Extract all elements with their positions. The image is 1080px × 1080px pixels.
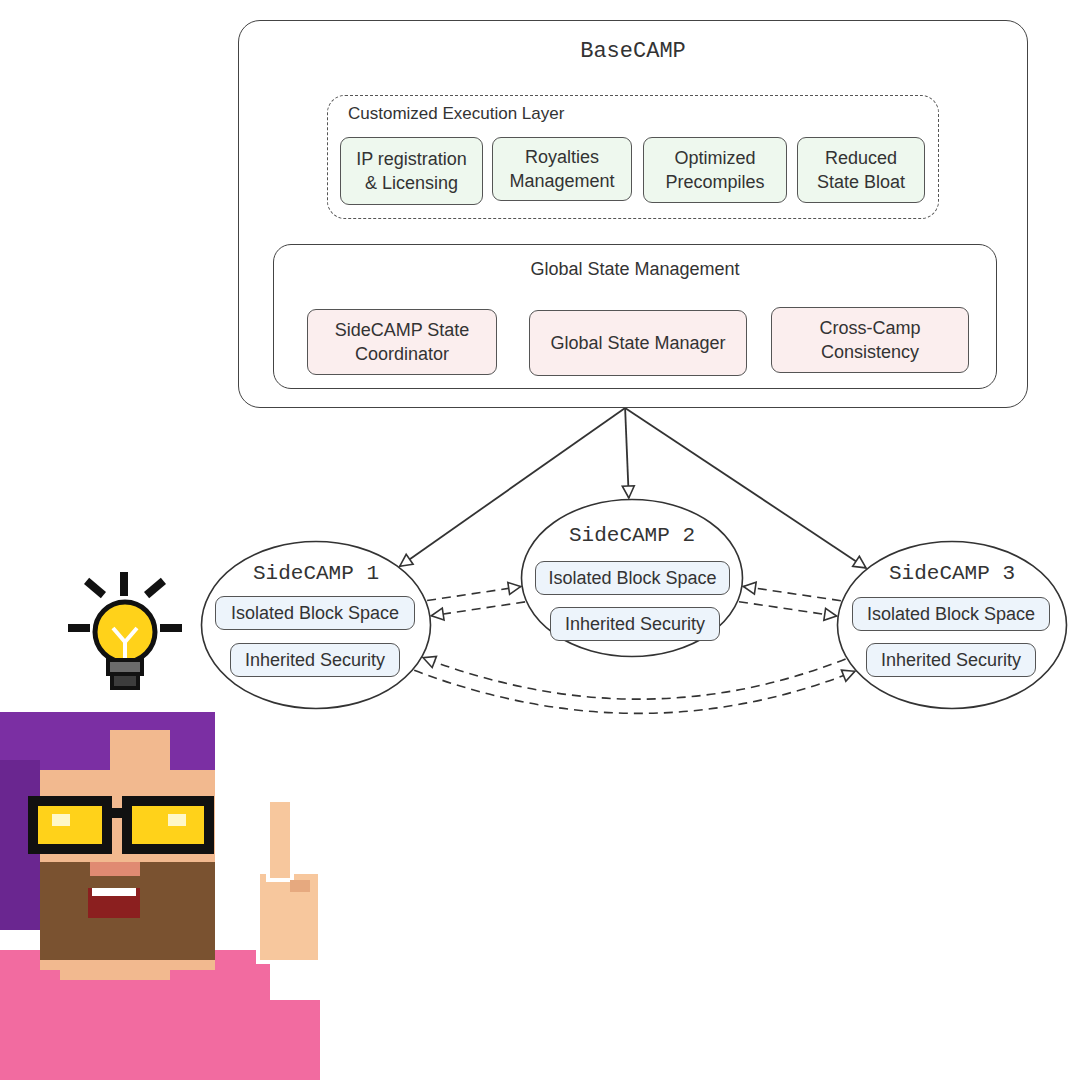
component-label: Isolated Block Space <box>231 601 399 625</box>
component-box: Isolated Block Space <box>852 597 1050 631</box>
sidecamp-ellipse: SideCAMP 3 Isolated Block SpaceInherited … <box>836 540 1068 710</box>
component-label: Inherited Security <box>245 648 385 672</box>
group-heading: Global State Management <box>274 259 996 280</box>
component-box: Isolated Block Space <box>215 596 415 630</box>
lens-shine <box>52 814 70 826</box>
component-box: Royalties Management <box>492 137 632 201</box>
group-heading: BaseCAMP <box>239 39 1027 64</box>
component-label: SideCAMP State Coordinator <box>316 318 488 366</box>
component-label: IP registration & Licensing <box>349 147 474 195</box>
component-box: Optimized Precompiles <box>643 137 787 203</box>
cross-camp-arrow <box>739 602 837 616</box>
group-heading: SideCAMP 1 <box>200 562 432 585</box>
beard <box>40 862 215 960</box>
container-box: BaseCAMP Customized Execution Layer IP reg… <box>238 20 1028 408</box>
glasses-frame <box>28 796 112 854</box>
bulb-glass <box>95 602 155 662</box>
mouth <box>88 888 140 918</box>
cross-camp-arrow <box>743 586 841 600</box>
cross-camp-arrow <box>423 658 845 699</box>
bulb-base <box>108 660 142 674</box>
hierarchy-arrow <box>625 408 629 498</box>
bulb-base <box>112 674 138 688</box>
component-label: Royalties Management <box>501 145 623 193</box>
component-label: Reduced State Bloat <box>806 146 916 194</box>
component-box: Global State Manager <box>529 310 747 376</box>
component-box: Cross-Camp Consistency <box>771 307 969 373</box>
component-label: Optimized Precompiles <box>652 146 778 194</box>
component-box: Isolated Block Space <box>535 561 730 595</box>
component-box: IP registration & Licensing <box>340 137 483 205</box>
glasses-bridge <box>108 808 128 818</box>
teeth <box>92 888 136 896</box>
component-label: Inherited Security <box>881 648 1021 672</box>
cross-camp-arrow <box>431 602 525 616</box>
glasses-lens <box>38 806 102 844</box>
sidecamp-ellipse: SideCAMP 1 Isolated Block SpaceInherited … <box>200 540 432 710</box>
layer-group: Customized Execution Layer IP registratio… <box>327 95 939 219</box>
component-box: Inherited Security <box>866 643 1036 677</box>
forehead <box>110 730 170 770</box>
glasses-frame <box>122 796 214 854</box>
hair <box>0 760 40 930</box>
component-label: Inherited Security <box>565 612 705 636</box>
knuckle <box>290 880 310 892</box>
hand <box>258 872 320 962</box>
component-label: Global State Manager <box>550 331 725 355</box>
bulb-ray <box>160 624 182 632</box>
container-box: Global State ManagementSideCAMP State Co… <box>273 244 997 389</box>
bulb-ray <box>68 624 90 632</box>
sidecamp-ellipse: SideCAMP 2 Isolated Block SpaceInherited … <box>520 498 744 658</box>
component-box: Reduced State Bloat <box>797 137 925 203</box>
group-heading: Customized Execution Layer <box>348 104 564 124</box>
lens-shine <box>168 814 186 826</box>
component-label: Isolated Block Space <box>867 602 1035 626</box>
bulb-filament <box>113 628 137 660</box>
bulb-ray <box>84 578 106 598</box>
bulb-ray <box>120 572 128 596</box>
group-heading: SideCAMP 3 <box>836 562 1068 585</box>
pointing-finger <box>268 800 292 880</box>
group-heading: SideCAMP 2 <box>520 524 744 547</box>
bulb-ray <box>144 578 166 598</box>
face <box>40 770 215 970</box>
ellipse-shape <box>522 500 743 657</box>
component-box: Inherited Security <box>550 607 720 641</box>
cross-camp-arrow <box>414 670 855 713</box>
glasses-lens <box>132 806 204 844</box>
component-box: Inherited Security <box>230 643 400 677</box>
component-label: Isolated Block Space <box>548 566 716 590</box>
sleeve <box>230 1000 320 1080</box>
hair <box>0 712 215 792</box>
component-label: Cross-Camp Consistency <box>780 316 960 364</box>
component-box: SideCAMP State Coordinator <box>307 309 497 375</box>
nose <box>90 862 140 876</box>
pixel-character <box>0 712 320 1080</box>
lightbulb-icon <box>68 572 182 688</box>
shirt <box>0 950 270 1080</box>
cross-camp-arrow <box>427 587 520 601</box>
neck <box>60 950 170 980</box>
